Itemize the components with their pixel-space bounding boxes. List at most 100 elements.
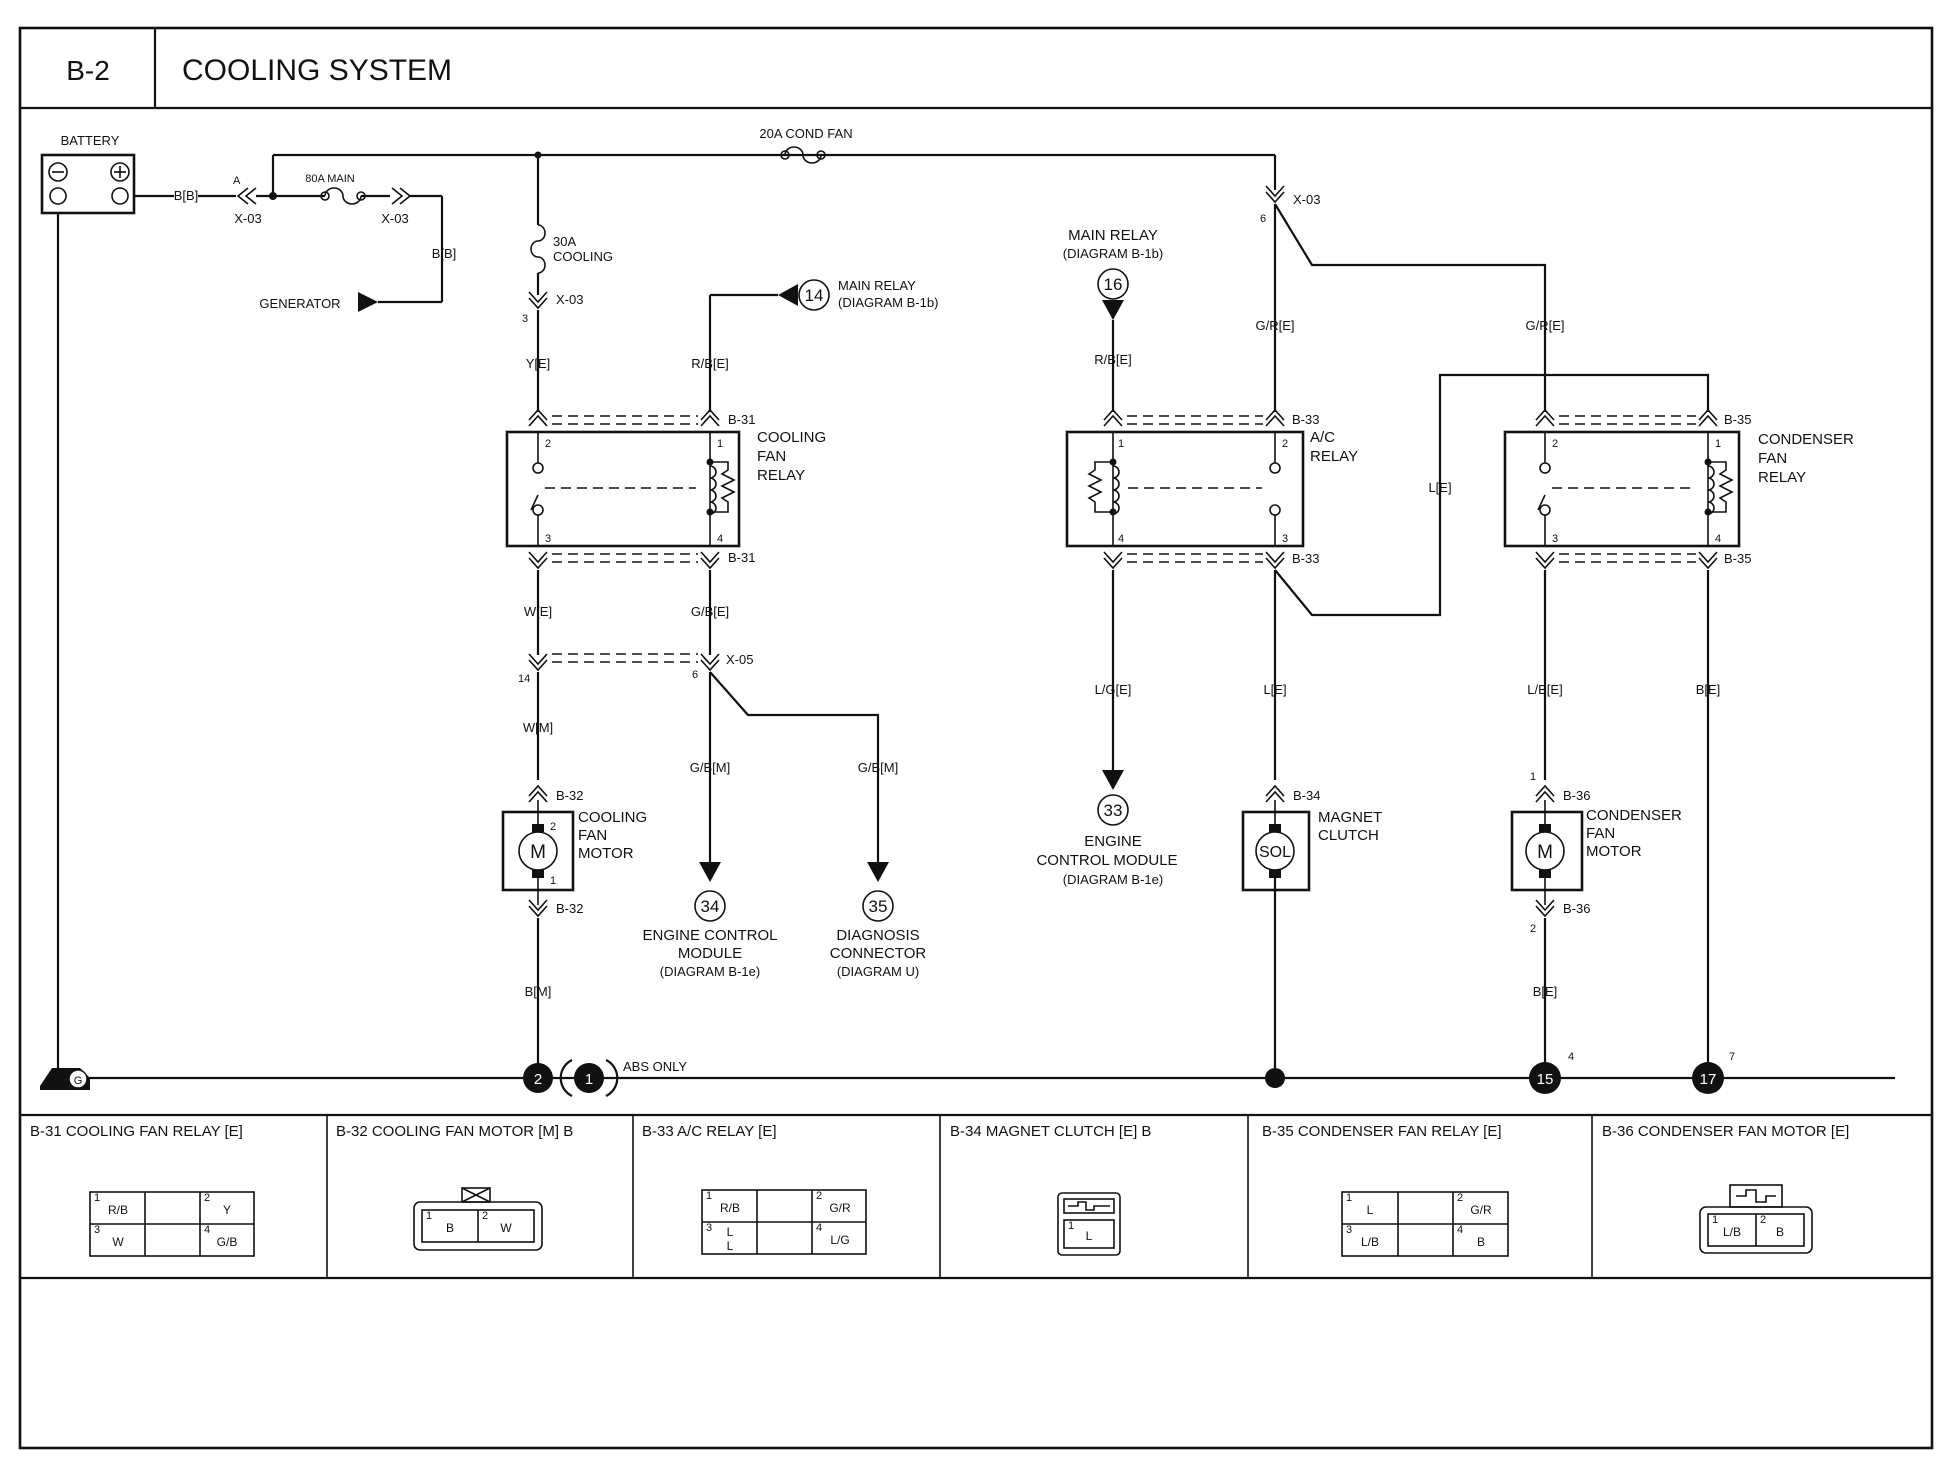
svg-text:A: A (233, 175, 241, 187)
svg-text:L/B[E]: L/B[E] (1527, 682, 1562, 697)
svg-text:2: 2 (1552, 438, 1558, 450)
svg-text:L: L (1086, 1229, 1093, 1243)
svg-text:R/B[E]: R/B[E] (1094, 352, 1132, 367)
svg-text:4: 4 (1715, 533, 1721, 545)
svg-text:COOLING: COOLING (578, 809, 647, 826)
svg-text:1: 1 (1715, 438, 1721, 450)
svg-text:MOTOR: MOTOR (578, 845, 634, 862)
svg-text:X-05: X-05 (726, 652, 753, 667)
page-code: B-2 (66, 55, 110, 86)
ground-point-15: 15 4 (1529, 1051, 1574, 1094)
svg-text:G/B[M]: G/B[M] (858, 760, 898, 775)
svg-text:1: 1 (1712, 1214, 1718, 1226)
svg-text:3: 3 (94, 1224, 100, 1236)
svg-text:CONNECTOR: CONNECTOR (830, 945, 927, 962)
svg-text:L/B: L/B (1723, 1225, 1741, 1239)
svg-text:MOTOR: MOTOR (1586, 843, 1642, 860)
svg-text:B-32 COOLING FAN MOTOR [M] B: B-32 COOLING FAN MOTOR [M] B (336, 1123, 573, 1140)
svg-text:L: L (727, 1239, 734, 1253)
svg-text:(DIAGRAM B-1b): (DIAGRAM B-1b) (838, 295, 938, 310)
svg-text:B[E]: B[E] (1696, 682, 1721, 697)
svg-text:B-33 A/C RELAY [E]: B-33 A/C RELAY [E] (642, 1123, 777, 1140)
svg-text:3: 3 (1282, 533, 1288, 545)
svg-text:COOLING: COOLING (553, 249, 613, 264)
battery: BATTERY (40, 133, 136, 215)
svg-text:B[E]: B[E] (1533, 984, 1558, 999)
svg-text:B-35 CONDENSER FAN RELAY [E]: B-35 CONDENSER FAN RELAY [E] (1262, 1123, 1502, 1140)
svg-text:ENGINE CONTROL: ENGINE CONTROL (642, 927, 777, 944)
svg-text:W[M]: W[M] (523, 720, 553, 735)
svg-text:X-03: X-03 (381, 211, 408, 226)
svg-text:2: 2 (1457, 1192, 1463, 1204)
svg-text:G/R: G/R (1470, 1203, 1492, 1217)
svg-text:B-36: B-36 (1563, 788, 1590, 803)
svg-text:34: 34 (701, 897, 720, 916)
generator-label: GENERATOR (259, 296, 340, 311)
svg-text:G/B[M]: G/B[M] (690, 760, 730, 775)
svg-text:1: 1 (706, 1190, 712, 1202)
ground-point-1: 1 (559, 1059, 619, 1097)
svg-text:R/B[E]: R/B[E] (691, 356, 729, 371)
svg-text:1: 1 (585, 1071, 593, 1088)
svg-text:(DIAGRAM U): (DIAGRAM U) (837, 964, 919, 979)
svg-text:80A MAIN: 80A MAIN (305, 173, 355, 185)
svg-text:BATTERY: BATTERY (61, 133, 120, 148)
svg-text:X-03: X-03 (1293, 192, 1320, 207)
svg-text:6: 6 (692, 669, 698, 681)
svg-text:X-03: X-03 (234, 211, 261, 226)
svg-text:G/B[E]: G/B[E] (691, 604, 729, 619)
svg-text:X-03: X-03 (556, 292, 583, 307)
svg-text:1: 1 (717, 438, 723, 450)
svg-text:B: B (1477, 1235, 1485, 1249)
svg-text:G/R[E]: G/R[E] (1525, 318, 1564, 333)
svg-text:14: 14 (805, 286, 824, 305)
svg-text:(DIAGRAM B-1e): (DIAGRAM B-1e) (660, 964, 760, 979)
condenser-fan-relay: 2 1 3 4 (1503, 430, 1741, 548)
fuse-80a (324, 187, 362, 205)
svg-text:4: 4 (816, 1222, 822, 1234)
svg-text:1: 1 (426, 1210, 432, 1222)
svg-text:L[E]: L[E] (1263, 682, 1286, 697)
svg-text:MAGNET: MAGNET (1318, 809, 1382, 826)
svg-text:L/G: L/G (830, 1233, 849, 1247)
svg-text:3: 3 (545, 533, 551, 545)
svg-text:B-33: B-33 (1292, 412, 1319, 427)
svg-text:B-35: B-35 (1724, 412, 1751, 427)
svg-text:3: 3 (1346, 1224, 1352, 1236)
svg-text:33: 33 (1104, 801, 1123, 820)
svg-text:30A: 30A (553, 234, 576, 249)
svg-text:W: W (112, 1235, 124, 1249)
svg-text:B-31: B-31 (728, 412, 755, 427)
connector-b33: B-33 A/C RELAY [E] 1 R/B 2 G/R 3 L L 4 L… (642, 1123, 867, 1255)
svg-text:2: 2 (482, 1210, 488, 1222)
svg-text:2: 2 (1760, 1214, 1766, 1226)
page-title: COOLING SYSTEM (182, 54, 452, 87)
svg-text:6: 6 (1260, 213, 1266, 225)
svg-text:B-36 CONDENSER FAN MOTOR [E]: B-36 CONDENSER FAN MOTOR [E] (1602, 1123, 1849, 1140)
svg-text:L/G[E]: L/G[E] (1095, 682, 1132, 697)
svg-text:B-31: B-31 (728, 550, 755, 565)
svg-text:2: 2 (550, 821, 556, 833)
svg-text:2: 2 (534, 1071, 542, 1088)
svg-text:2: 2 (204, 1192, 210, 1204)
svg-text:G/R[E]: G/R[E] (1255, 318, 1294, 333)
svg-text:2: 2 (1282, 438, 1288, 450)
svg-text:2: 2 (816, 1190, 822, 1202)
svg-text:CONDENSER: CONDENSER (1586, 807, 1682, 824)
ground-symbol: G (40, 1068, 90, 1090)
ac-relay: 1 2 4 3 (1065, 430, 1305, 548)
fuse-30a-cooling (530, 224, 546, 274)
svg-text:4: 4 (717, 533, 723, 545)
svg-text:FAN: FAN (757, 448, 786, 465)
svg-text:1: 1 (1118, 438, 1124, 450)
connector-b35: B-35 CONDENSER FAN RELAY [E] 1 L 2 G/R 3… (1262, 1123, 1509, 1257)
svg-text:RELAY: RELAY (757, 467, 805, 484)
svg-text:3: 3 (1552, 533, 1558, 545)
svg-text:MAIN RELAY: MAIN RELAY (1068, 227, 1158, 244)
svg-text:M: M (1537, 842, 1553, 863)
svg-text:L[E]: L[E] (1428, 480, 1451, 495)
svg-text:B-31 COOLING FAN RELAY [E]: B-31 COOLING FAN RELAY [E] (30, 1123, 243, 1140)
svg-text:B-32: B-32 (556, 901, 583, 916)
magnet-clutch: SOL (1241, 800, 1311, 1078)
svg-text:FAN: FAN (1758, 450, 1787, 467)
